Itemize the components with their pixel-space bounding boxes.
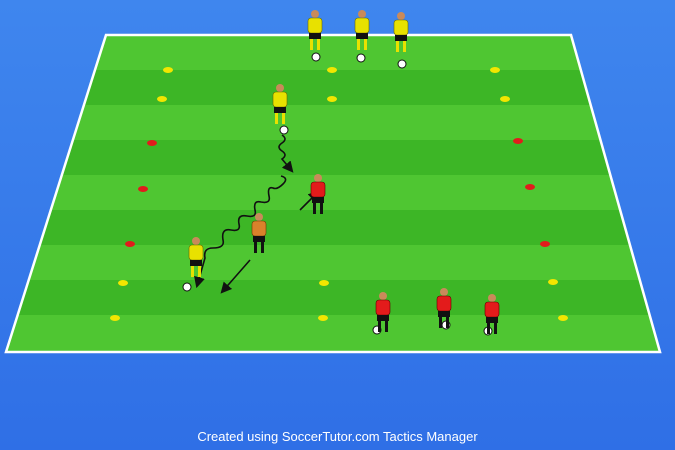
red-cone <box>540 241 550 247</box>
stripe <box>6 70 660 105</box>
yellow-cone <box>558 315 568 321</box>
stripe <box>6 315 660 352</box>
red-player <box>436 288 452 328</box>
yellow-player <box>393 12 409 52</box>
stripe <box>6 105 660 140</box>
orange-player <box>251 213 267 253</box>
movement-lines <box>194 134 320 294</box>
yellow-cone <box>318 315 328 321</box>
red-cone <box>147 140 157 146</box>
yellow-player <box>307 10 323 50</box>
yellow-cone <box>157 96 167 102</box>
red-player <box>484 294 500 334</box>
run-arrow <box>220 259 251 294</box>
ball <box>279 125 289 135</box>
ball <box>356 53 366 63</box>
yellow-cone <box>319 280 329 286</box>
stripe <box>6 140 660 175</box>
red-player <box>310 174 326 214</box>
yellow-cone <box>548 279 558 285</box>
stripe <box>6 210 660 245</box>
cones <box>110 67 568 321</box>
players <box>188 10 500 334</box>
ball <box>182 282 192 292</box>
ball <box>397 59 407 69</box>
red-cone <box>525 184 535 190</box>
red-cone <box>513 138 523 144</box>
footer-credit: Created using SoccerTutor.com Tactics Ma… <box>197 429 478 444</box>
stripe <box>6 175 660 210</box>
red-cone <box>125 241 135 247</box>
yellow-cone <box>118 280 128 286</box>
red-player <box>375 292 391 332</box>
yellow-player <box>188 237 204 277</box>
dribble-line <box>278 134 294 173</box>
yellow-cone <box>110 315 120 321</box>
yellow-cone <box>327 67 337 73</box>
dribble-line <box>194 175 287 289</box>
ball <box>311 52 321 62</box>
yellow-cone <box>163 67 173 73</box>
stripe <box>6 35 660 70</box>
yellow-cone <box>500 96 510 102</box>
pitch-boundary <box>4 33 662 354</box>
yellow-cone <box>327 96 337 102</box>
yellow-player <box>354 10 370 50</box>
stripe <box>6 245 660 280</box>
yellow-cone <box>490 67 500 73</box>
yellow-player <box>272 84 288 124</box>
red-cone <box>138 186 148 192</box>
pitch-stripes <box>6 35 660 352</box>
stripe <box>6 280 660 315</box>
